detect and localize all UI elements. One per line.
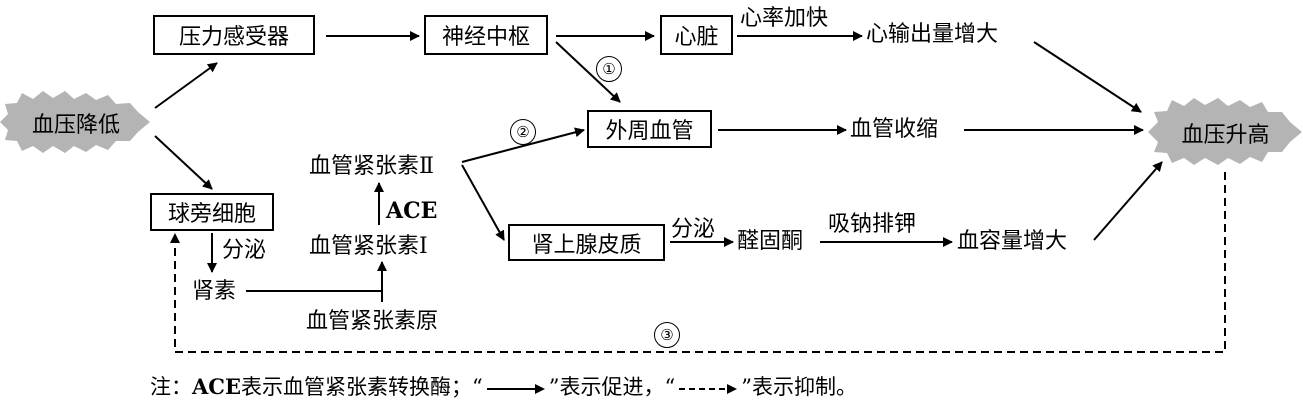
legend-dashed-arrow (679, 383, 738, 394)
aldosterone-label: 醛固酮 (737, 229, 804, 254)
arrow-output-to-bphigh (1033, 41, 1142, 113)
blood-volume-label: 血容量增大 (957, 229, 1068, 254)
arrow-bplow-to-baroreceptor (154, 62, 218, 109)
arrow-volume-to-bphigh (1093, 161, 1163, 241)
legend-solid-arrow (486, 383, 545, 394)
peripheral-vessels-label: 外周血管 (605, 119, 694, 144)
secrete-label-2: 分泌 (671, 217, 716, 242)
note-part2: ”表示促进，“ (548, 375, 676, 399)
renin-label: 肾素 (192, 279, 237, 304)
bp-low-burst (0, 91, 150, 153)
angiotensinogen-label: 血管紧张素原 (306, 309, 439, 334)
peripheral-vessels-box: 外周血管 (587, 110, 712, 148)
inhibition-path (170, 172, 1226, 353)
bp-low-node: 血压降低 (0, 98, 152, 148)
marker-3: ③ (654, 322, 680, 348)
vasoconstriction-label: 血管收缩 (850, 117, 939, 142)
arrow-bplow-to-juxtaglomerular (154, 135, 213, 190)
marker-1: ① (596, 56, 622, 82)
baroreceptor-box: 压力感受器 (153, 15, 315, 55)
juxtaglomerular-box: 球旁细胞 (150, 193, 274, 231)
juxtaglomerular-label: 球旁细胞 (167, 202, 256, 227)
heart-rate-label: 心率加快 (740, 6, 829, 31)
heart-label: 心脏 (674, 25, 719, 50)
note-part3: ”表示抑制。 (741, 375, 857, 399)
nerve-center-box: 神经中枢 (424, 15, 548, 55)
arrow-ang2-to-adrenal (461, 164, 505, 241)
baroreceptor-label: 压力感受器 (178, 25, 289, 50)
ace-label: ACE (386, 198, 438, 224)
note-ace: ACE (192, 374, 242, 399)
na-k-label: 吸钠排钾 (828, 212, 917, 237)
note-prefix: 注： (150, 375, 192, 399)
bp-high-label: 血压升高 (1181, 123, 1270, 148)
adrenal-cortex-label: 肾上腺皮质 (531, 232, 642, 258)
arrow-nerve-to-peripheral (555, 41, 621, 103)
bp-high-node: 血压升高 (1148, 108, 1303, 158)
bp-high-burst (1148, 98, 1302, 165)
cardiac-output-label: 心输出量增大 (866, 22, 999, 47)
legend-note: 注：ACE表示血管紧张素转换酶；“ ”表示促进，“ ”表示抑制。 (150, 371, 857, 401)
adrenal-cortex-box: 肾上腺皮质 (508, 224, 665, 261)
heart-box: 心脏 (660, 15, 733, 55)
angiotensin-1-label: 血管紧张素Ⅰ (309, 234, 428, 259)
marker-2: ② (510, 119, 536, 145)
secrete-label-1: 分泌 (222, 238, 267, 263)
angiotensin-2-label: 血管紧张素Ⅱ (309, 154, 434, 179)
bp-low-label: 血压降低 (31, 113, 120, 138)
arrow-ang2-to-peripheral (461, 127, 585, 163)
note-part1: 表示血管紧张素转换酶；“ (241, 375, 483, 399)
nerve-center-label: 神经中枢 (441, 25, 530, 50)
